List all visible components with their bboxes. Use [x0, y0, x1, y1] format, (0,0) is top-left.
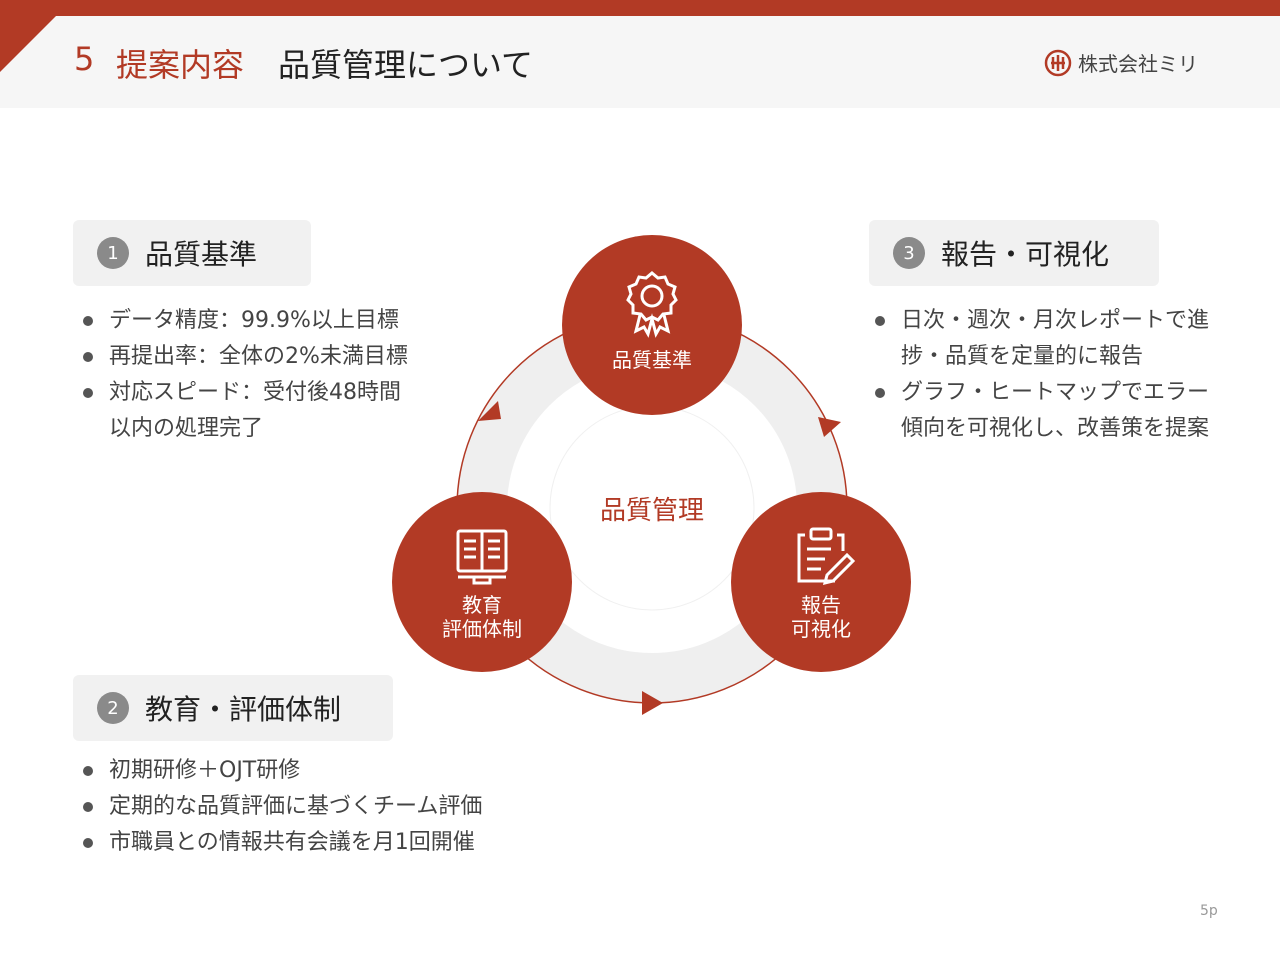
- node-3-line1: 報告: [801, 593, 841, 617]
- center-label: 品質管理: [599, 496, 704, 526]
- node-2-line2: 評価体制: [442, 617, 522, 641]
- node-quality-standard: [562, 235, 742, 415]
- list-item: 初期研修＋OJT研修: [75, 753, 555, 789]
- node-3-label: 報告 可視化: [731, 593, 911, 641]
- section-1-number: 1: [97, 237, 129, 269]
- company-name: 株式会社ミリ: [1078, 52, 1198, 76]
- section-1-heading: 1 品質基準: [73, 220, 311, 286]
- section-3-list: 日次・週次・月次レポートで進捗・品質を定量的に報告 グラフ・ヒートマップでエラー…: [867, 303, 1217, 447]
- section-3-title: 報告・可視化: [941, 238, 1110, 271]
- section-2-heading: 2 教育・評価体制: [73, 675, 393, 741]
- cycle-arrow-bottom: [642, 691, 663, 715]
- page-title: 品質管理について: [278, 46, 534, 84]
- list-item: 対応スピード：受付後48時間以内の処理完了: [75, 375, 409, 447]
- cycle-arrow-left: [478, 401, 501, 421]
- section-3-number: 3: [893, 237, 925, 269]
- list-item: 日次・週次・月次レポートで進捗・品質を定量的に報告: [867, 303, 1217, 375]
- section-number: 5: [74, 40, 95, 78]
- section-name: 提案内容: [116, 46, 245, 84]
- list-item: 市職員との情報共有会議を月1回開催: [75, 825, 555, 861]
- book-icon: [456, 529, 508, 585]
- header-corner-accent: [0, 16, 56, 72]
- node-3-line2: 可視化: [791, 617, 851, 641]
- node-1-label: 品質基準: [612, 348, 692, 372]
- top-accent-bar: [0, 0, 1280, 16]
- list-item: 定期的な品質評価に基づくチーム評価: [75, 789, 555, 825]
- node-2-line1: 教育: [462, 593, 502, 617]
- clipboard-pen-icon: [797, 527, 856, 586]
- section-1-title: 品質基準: [145, 238, 258, 271]
- page-number: 5p: [1200, 903, 1218, 919]
- list-item: グラフ・ヒートマップでエラー傾向を可視化し、改善策を提案: [867, 375, 1217, 447]
- award-ribbon-icon: [626, 271, 678, 338]
- list-item: 再提出率：全体の2%未満目標: [75, 339, 435, 375]
- logo-mark-icon: [1044, 49, 1072, 76]
- header-band: [0, 16, 1280, 108]
- cycle-arrow-right: [818, 417, 841, 437]
- section-2-title: 教育・評価体制: [145, 693, 342, 726]
- section-2-number: 2: [97, 692, 129, 724]
- section-2-list: 初期研修＋OJT研修 定期的な品質評価に基づくチーム評価 市職員との情報共有会議…: [75, 753, 555, 861]
- company-logo: 株式会社ミリ: [1044, 48, 1198, 77]
- quality-cycle-diagram: [392, 235, 911, 715]
- section-1-list: データ精度：99.9%以上目標 再提出率：全体の2%未満目標 対応スピード：受付…: [75, 303, 435, 447]
- node-2-label: 教育 評価体制: [392, 593, 572, 641]
- list-item: データ精度：99.9%以上目標: [75, 303, 435, 339]
- section-3-heading: 3 報告・可視化: [869, 220, 1159, 286]
